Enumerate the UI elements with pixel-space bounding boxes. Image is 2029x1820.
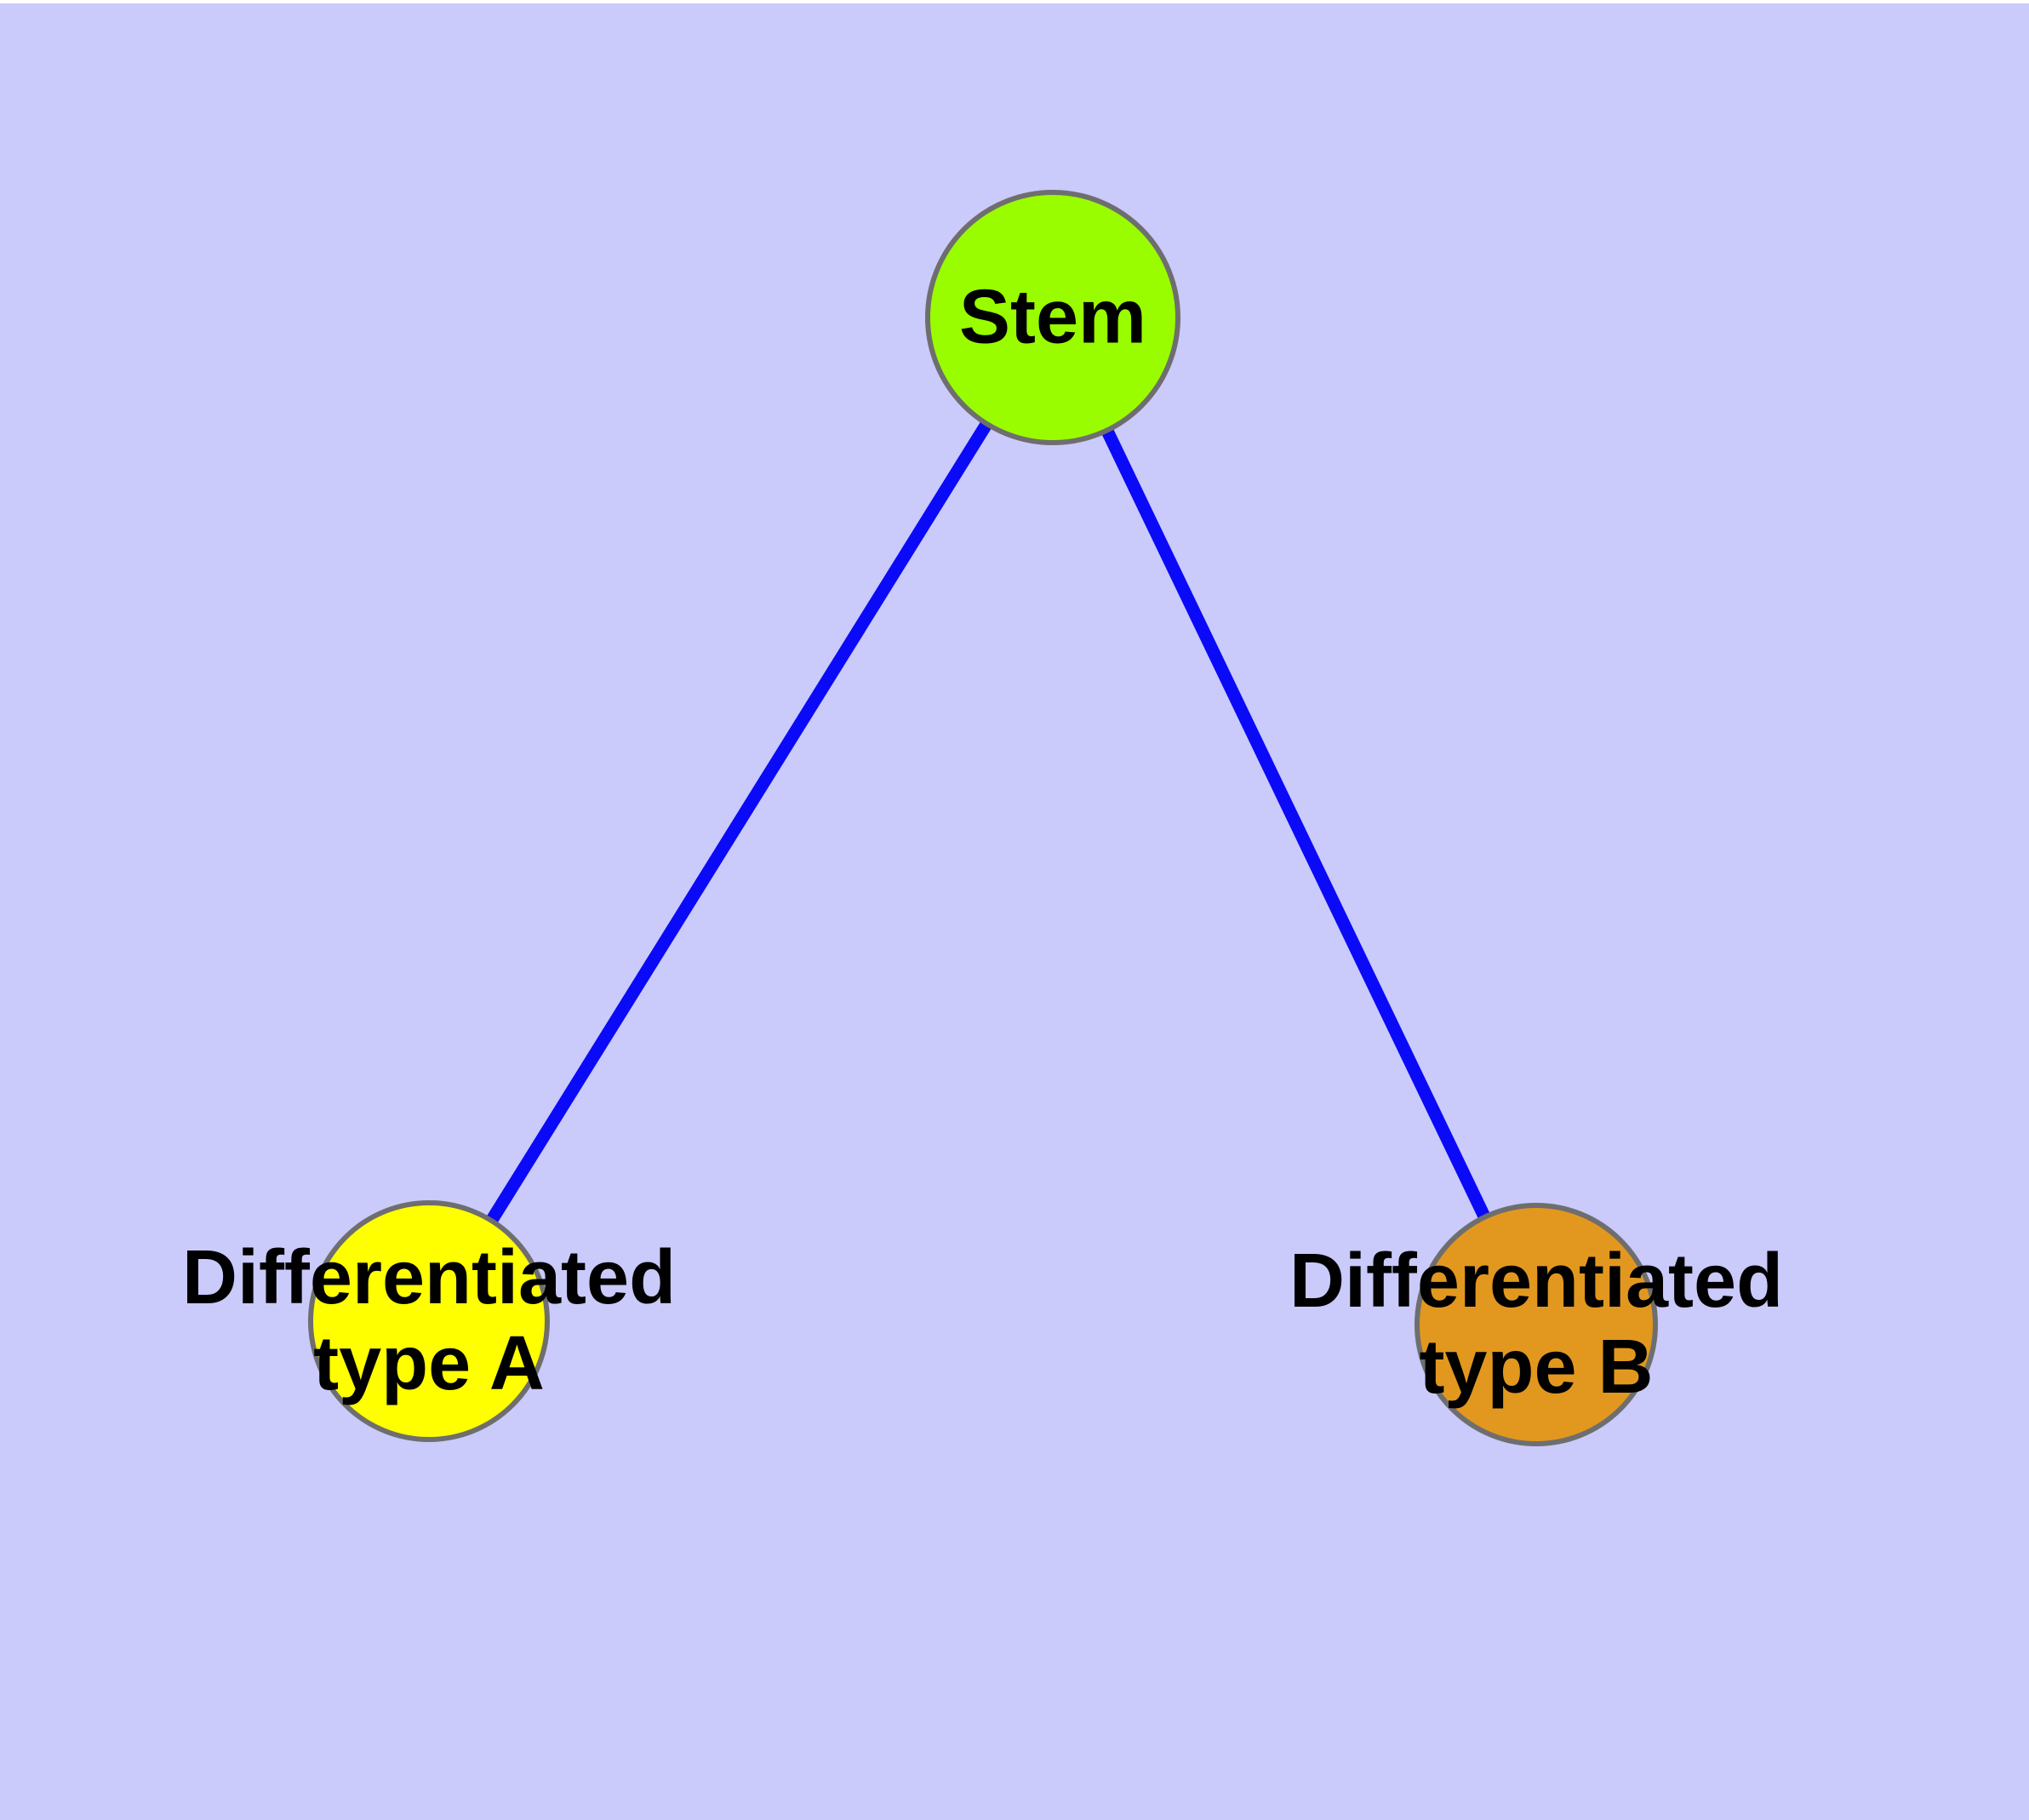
node-differentiated-type-a-circle [308,1200,550,1442]
node-stem-circle [925,190,1180,445]
edge-stem-to-type-a [423,314,1059,1325]
node-differentiated-type-b-label-line1: Differentiated [1289,1239,1784,1324]
node-differentiated-type-b-label: Differentiated type B [1289,1239,1783,1411]
node-stem-label: Stem [958,274,1147,360]
node-differentiated-type-a-label-line1: Differentiated [181,1235,677,1320]
node-differentiated-type-a-label: Differentiated type A [182,1235,676,1407]
edge-stem-to-type-b [1047,314,1542,1328]
top-border-strip [0,0,2029,3]
node-differentiated-type-b-circle [1415,1203,1658,1446]
node-differentiated-type-b-label-line2: type B [1419,1325,1654,1410]
node-differentiated-type-a-label-line2: type A [313,1321,545,1406]
